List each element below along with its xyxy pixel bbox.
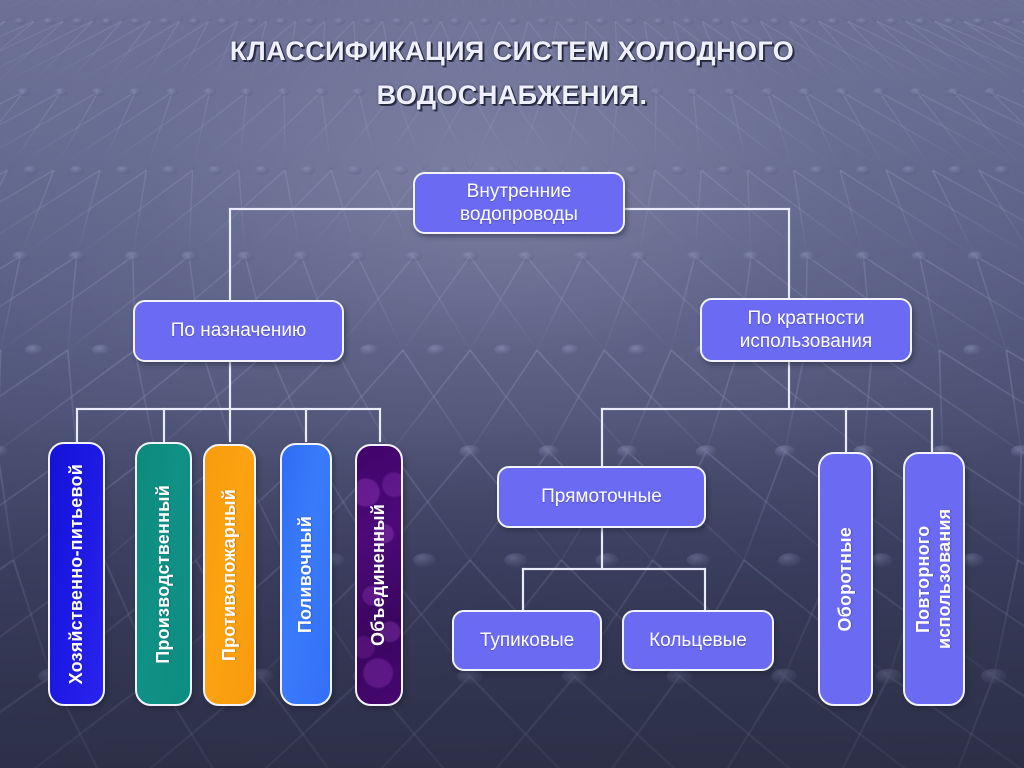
node-purpose-firefighting[interactable]: Противопожарный — [203, 444, 256, 706]
node-multiplicity-reuse-label: Повторного использования — [912, 508, 954, 650]
node-multiplicity-reuse[interactable]: Повторного использования — [903, 452, 965, 706]
connector-straightflow-stem — [601, 528, 603, 569]
connector-purpose-drop-2 — [163, 408, 165, 442]
connector-purpose-drop-3 — [229, 408, 231, 442]
node-branch-by-multiplicity[interactable]: По кратности использования — [700, 298, 912, 362]
node-purpose-irrigation-label: Поливочный — [295, 515, 316, 634]
connector-multiplicity-drop-3 — [931, 408, 933, 452]
node-purpose-household-drinking-label: Хозяйственно-питьевой — [65, 463, 86, 685]
connector-purpose-drop-5 — [379, 408, 381, 442]
connector-purpose-stem — [229, 362, 231, 409]
connector-multiplicity-stem — [788, 362, 790, 409]
node-purpose-industrial[interactable]: Производственный — [135, 442, 192, 706]
node-branch-by-purpose-label: По назначению — [170, 320, 307, 342]
node-branch-by-multiplicity-label: По кратности использования — [739, 307, 873, 352]
node-straightflow-dead-end[interactable]: Тупиковые — [452, 610, 602, 671]
connector-straightflow-drop-1 — [522, 568, 524, 610]
connector-purpose-drop-4 — [305, 408, 307, 442]
slide-title: КЛАССИФИКАЦИЯ СИСТЕМ ХОЛОДНОГО ВОДОСНАБЖ… — [0, 30, 1024, 117]
title-line-2: ВОДОСНАБЖЕНИЯ. — [376, 79, 648, 110]
node-root-label: Внутренние водопроводы — [460, 180, 578, 225]
connector-straightflow-drop-2 — [704, 568, 706, 610]
node-purpose-combined[interactable]: Объединенный — [355, 444, 403, 706]
connector-straightflow-bus — [522, 568, 706, 570]
node-purpose-firefighting-label: Противопожарный — [218, 488, 239, 662]
node-straightflow-ring[interactable]: Кольцевые — [622, 610, 774, 671]
node-purpose-combined-label: Объединенный — [368, 504, 389, 646]
node-branch-by-purpose[interactable]: По назначению — [133, 300, 344, 362]
node-straightflow-dead-end-label: Тупиковые — [479, 629, 575, 651]
connector-multiplicity-drop-1 — [601, 408, 603, 466]
connector-root-to-multiplicity — [788, 208, 790, 298]
connector-root-stem — [229, 208, 231, 304]
title-line-1: КЛАССИФИКАЦИЯ СИСТЕМ ХОЛОДНОГО — [229, 36, 795, 66]
node-multiplicity-once-through[interactable]: Прямоточные — [497, 466, 706, 528]
connector-purpose-drop-1 — [76, 408, 78, 442]
connector-multiplicity-bus — [601, 408, 932, 410]
node-root-internal-plumbing[interactable]: Внутренние водопроводы — [413, 172, 625, 234]
node-purpose-irrigation[interactable]: Поливочный — [280, 443, 332, 706]
node-purpose-household-drinking[interactable]: Хозяйственно-питьевой — [48, 442, 105, 706]
node-straightflow-ring-label: Кольцевые — [649, 629, 747, 651]
node-purpose-industrial-label: Производственный — [152, 484, 173, 664]
node-multiplicity-recirculating[interactable]: Оборотные — [818, 452, 873, 706]
connector-multiplicity-drop-2 — [845, 408, 847, 452]
node-multiplicity-recirculating-label: Оборотные — [834, 526, 855, 632]
node-multiplicity-once-through-label: Прямоточные — [541, 486, 662, 508]
connector-purpose-bus — [76, 408, 381, 410]
